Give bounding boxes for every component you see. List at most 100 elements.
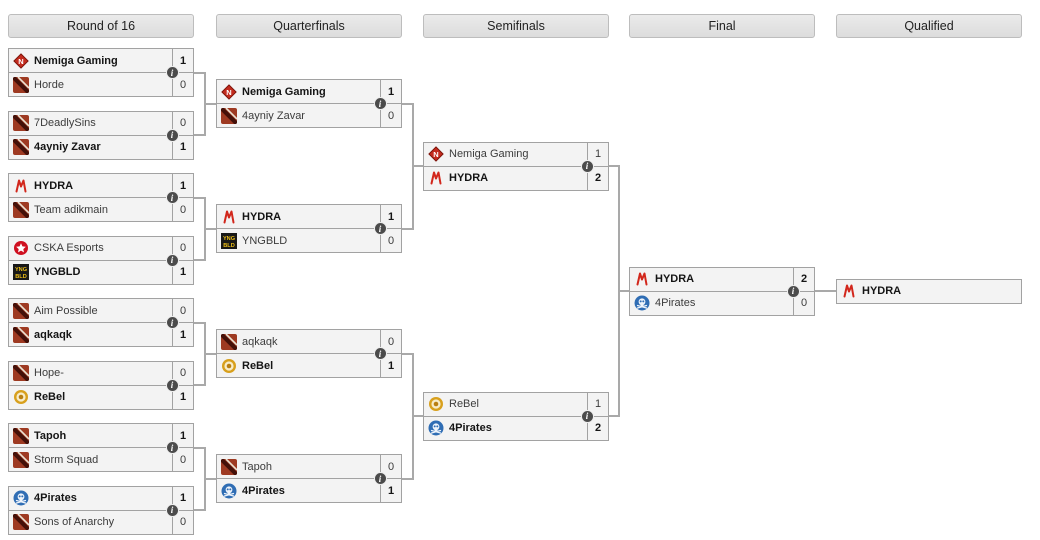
info-icon[interactable]: i	[373, 347, 387, 361]
team-name: CSKA Esports	[34, 242, 104, 254]
svg-text:BLD: BLD	[15, 274, 27, 280]
team-cell: HYDRA	[836, 278, 1022, 304]
dota-logo	[13, 201, 29, 218]
info-icon[interactable]: i	[580, 159, 594, 173]
team-row[interactable]: Hope-0	[8, 360, 194, 386]
connector-line	[205, 352, 216, 355]
cska-logo	[13, 240, 29, 256]
team-name: YNGBLD	[34, 266, 81, 278]
team-name: Horde	[34, 78, 64, 91]
team-cell: aqkaqk	[8, 322, 173, 347]
info-icon[interactable]: i	[165, 503, 179, 517]
column-header: Qualified	[836, 14, 1022, 38]
team-score: 1	[380, 478, 402, 504]
team-name: 4ayniy Zavar	[242, 109, 305, 122]
info-icon[interactable]: i	[786, 284, 800, 298]
qualified-box: HYDRA	[836, 278, 1022, 304]
hydra-logo	[13, 178, 29, 194]
team-cell: Storm Squad	[8, 447, 173, 472]
team-cell: CSKA Esports	[8, 235, 173, 261]
team-name: Sons of Anarchy	[34, 516, 115, 528]
info-icon[interactable]: i	[165, 441, 179, 454]
dota-logo	[221, 458, 237, 475]
team-name: 4Pirates	[449, 422, 492, 435]
connector-line	[402, 102, 413, 105]
4pirates-logo	[221, 483, 237, 499]
info-icon[interactable]: i	[165, 128, 179, 142]
connector-line	[609, 165, 619, 168]
dota-logo	[221, 333, 237, 350]
team-name: Nemiga Gaming	[449, 148, 529, 161]
dota-logo	[13, 514, 29, 530]
team-name: 4Pirates	[34, 492, 77, 504]
connector-line	[815, 290, 836, 293]
nemiga-logo: N	[221, 83, 237, 100]
team-score: 0	[380, 228, 402, 254]
connector-line	[402, 352, 413, 355]
info-icon[interactable]: i	[165, 316, 179, 329]
info-icon[interactable]: i	[373, 472, 387, 486]
info-icon[interactable]: i	[165, 378, 179, 392]
info-icon[interactable]: i	[580, 409, 594, 423]
team-cell: Aim Possible	[8, 298, 173, 323]
nemiga-logo: N	[13, 52, 29, 69]
info-icon[interactable]: i	[373, 97, 387, 111]
dota-logo	[13, 139, 29, 155]
svg-text:N: N	[226, 88, 231, 97]
info-icon[interactable]: i	[373, 222, 387, 236]
team-name: aqkaqk	[34, 328, 72, 341]
svg-text:N: N	[18, 56, 23, 65]
team-row[interactable]: HYDRA	[836, 278, 1022, 304]
team-name: Storm Squad	[34, 453, 99, 466]
team-name: HYDRA	[655, 273, 695, 286]
team-cell: Tapoh	[8, 423, 173, 448]
connector-line	[194, 321, 205, 324]
dota-logo	[13, 76, 29, 93]
rebel-logo	[428, 396, 444, 412]
info-icon[interactable]: i	[165, 66, 179, 79]
4pirates-logo	[634, 295, 650, 311]
team-score: 1	[172, 134, 194, 160]
connector-line	[412, 415, 423, 418]
team-name: HYDRA	[862, 285, 902, 298]
dota-logo	[13, 427, 29, 444]
team-score: 1	[172, 259, 194, 285]
info-icon[interactable]: i	[165, 253, 179, 267]
connector-line	[205, 477, 216, 480]
info-icon[interactable]: i	[165, 191, 179, 204]
